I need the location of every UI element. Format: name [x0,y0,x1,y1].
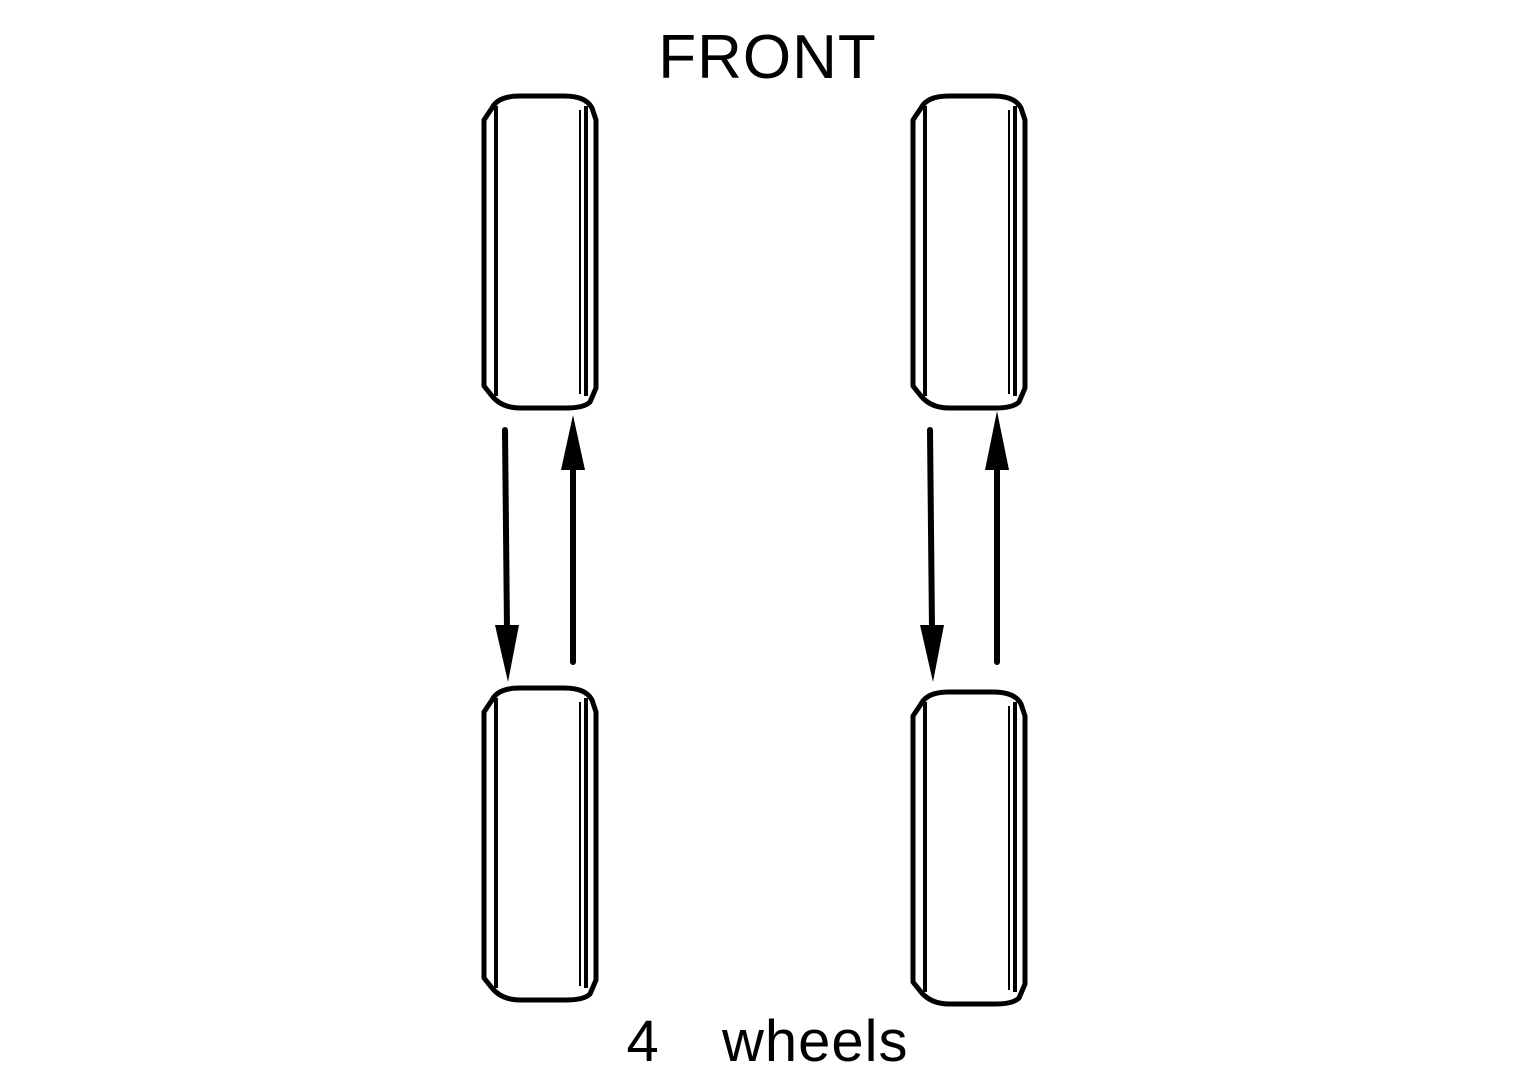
arrow-right-rear-to-front [985,411,1009,665]
arrow-left-rear-to-front [561,415,585,665]
arrow-right-front-to-rear [920,427,944,682]
front-label: FRONT [658,23,877,92]
tire-rear-right [913,692,1025,1004]
tire-rear-left [484,688,596,1000]
arrow-left-front-to-rear [495,427,519,682]
wheel-count-caption: 4 wheels [626,1009,909,1074]
tires-layer [484,96,1025,1004]
tire-front-left [484,96,596,408]
tire-front-right [913,96,1025,408]
arrows-layer [495,411,1009,682]
